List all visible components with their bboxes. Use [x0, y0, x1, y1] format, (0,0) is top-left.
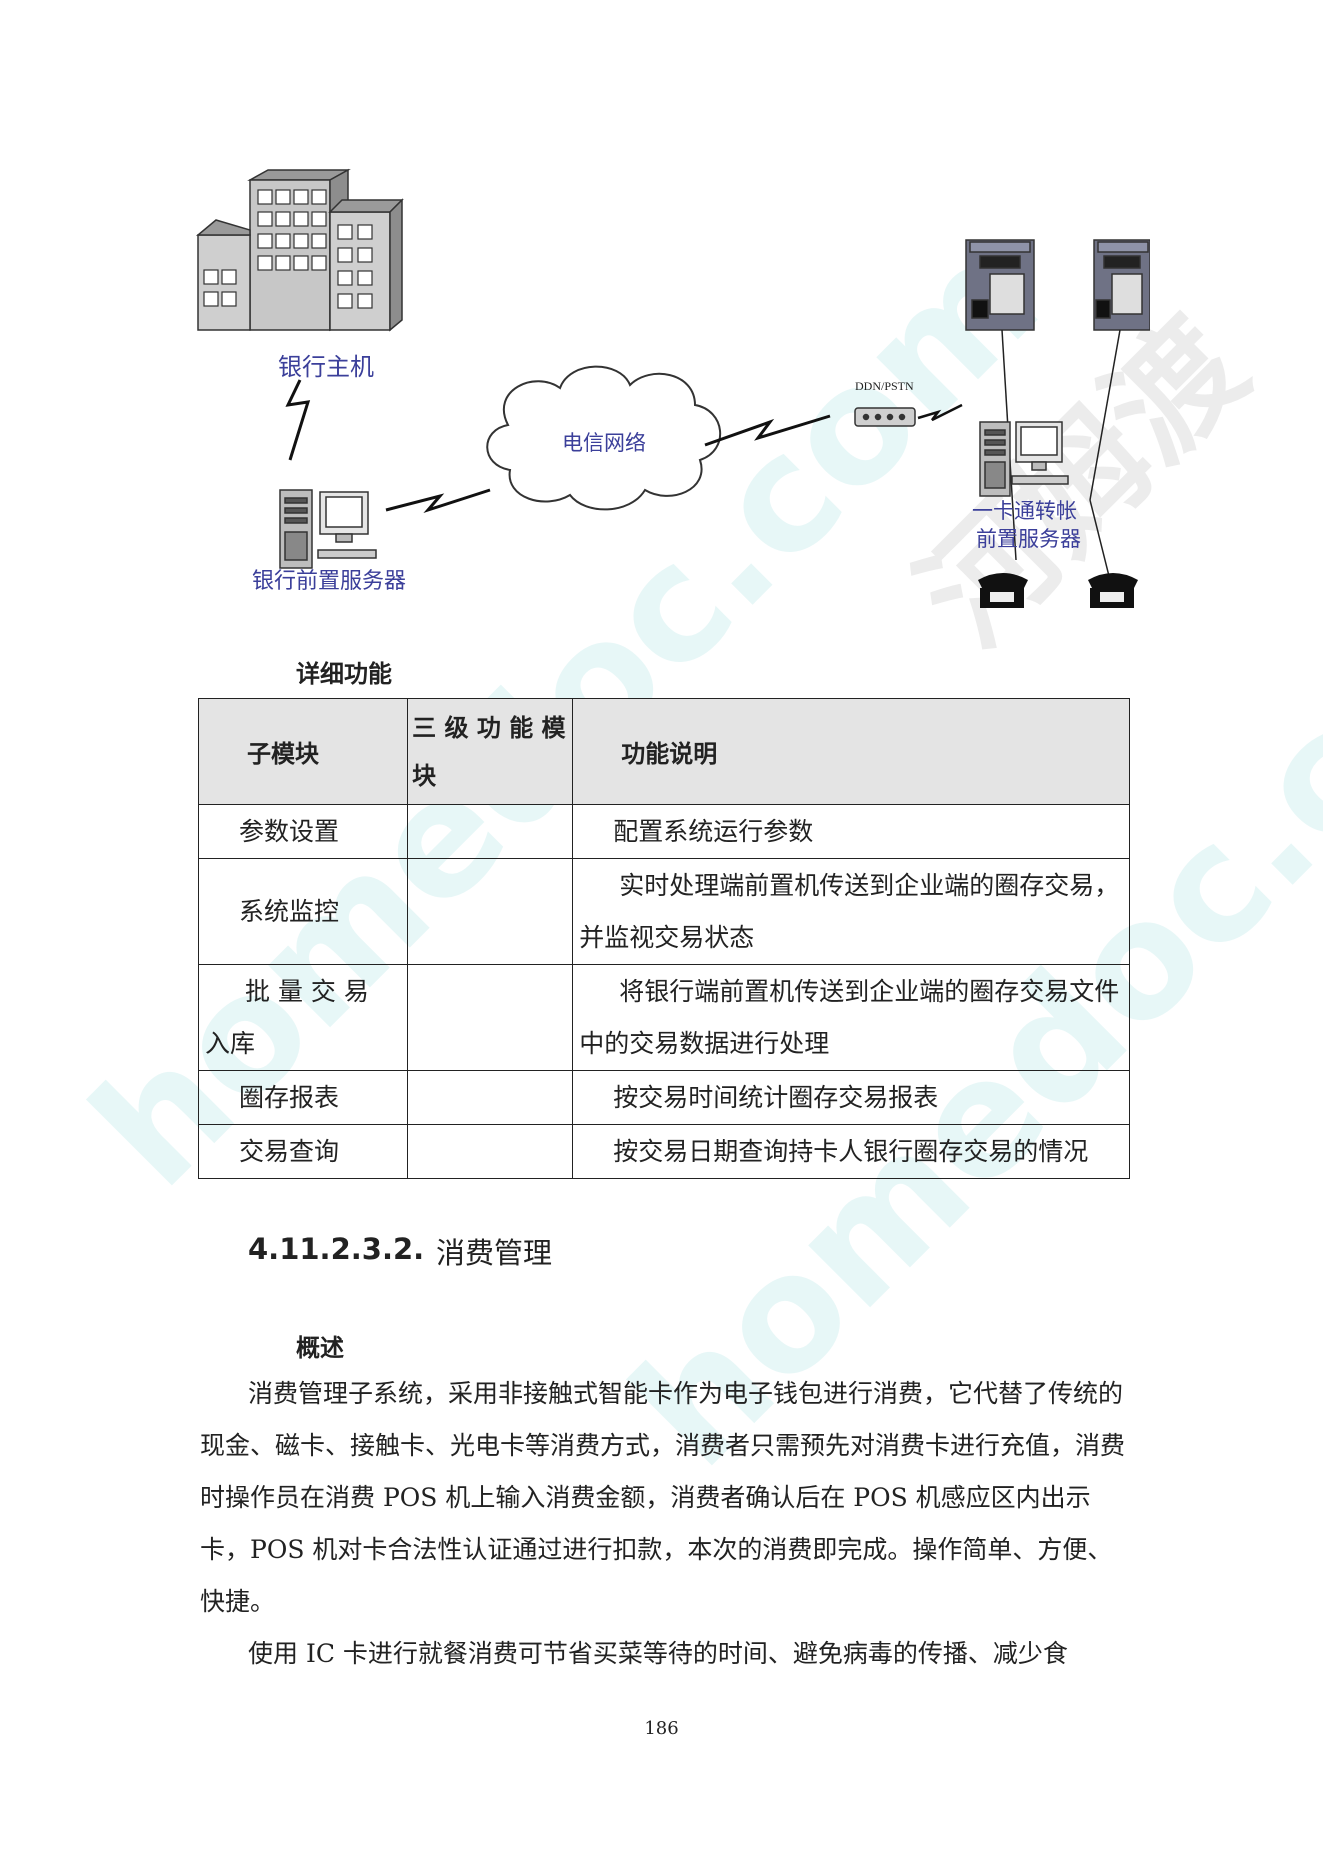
table-cell: 参数设置 [197, 804, 409, 859]
card-server-icon [979, 421, 1069, 497]
table-cell [407, 804, 574, 859]
card-server-label-1: 一卡通转帐 [972, 499, 1077, 523]
card-server-label-2: 前置服务器 [976, 527, 1081, 551]
link-cloud-modem [704, 414, 831, 447]
header-submodule: 子模块 [197, 698, 409, 805]
header-description: 功能说明 [572, 698, 1130, 805]
link-server-cloud [385, 488, 491, 514]
link-bank-server [285, 379, 311, 461]
table-cell: 批 量 交 易 入库 [197, 964, 409, 1071]
function-table: 子模块 三 级 功 能 模块 功能说明 参数设置 配置系统运行参数 系统监控 实… [197, 698, 1130, 1179]
table-cell: 圈存报表 [197, 1070, 409, 1125]
table-cell: 按交易日期查询持卡人银行圈存交易的情况 [572, 1124, 1130, 1179]
detail-heading: 详细功能 [296, 660, 392, 688]
section-number: 4.11.2.3.2. [248, 1232, 425, 1266]
telephone-icon [978, 573, 1028, 608]
pos-terminal-icon [1093, 239, 1150, 331]
pos-terminal-icon [965, 239, 1035, 331]
link-modem-cardserver [917, 403, 963, 422]
section-title: 消费管理 [436, 1236, 553, 1270]
table-cell [407, 964, 574, 1071]
overview-heading: 概述 [296, 1334, 344, 1362]
bank-server-icon [279, 489, 377, 569]
bank-building-icon [195, 168, 404, 332]
table-cell: 交易查询 [197, 1124, 409, 1179]
bank-host-label: 银行主机 [278, 353, 374, 381]
cloud-icon [486, 365, 722, 511]
table-cell: 按交易时间统计圈存交易报表 [572, 1070, 1130, 1125]
table-cell: 将银行端前置机传送到企业端的圈存交易文件中的交易数据进行处理 [572, 964, 1130, 1071]
body-paragraph: 消费管理子系统，采用非接触式智能卡作为电子钱包进行消费，它代替了传统的现金、磁卡… [200, 1379, 1126, 1616]
table-row: 圈存报表 按交易时间统计圈存交易报表 [197, 1070, 1130, 1125]
table-header-row: 子模块 三 级 功 能 模块 功能说明 [197, 698, 1130, 805]
table-row: 批 量 交 易 入库 将银行端前置机传送到企业端的圈存交易文件中的交易数据进行处… [197, 964, 1130, 1071]
table-cell: 配置系统运行参数 [572, 804, 1130, 859]
ddn-pstn-label: DDN/PSTN [855, 379, 914, 393]
table-cell [407, 1124, 574, 1179]
body-paragraph: 使用 IC 卡进行就餐消费可节省买菜等待的时间、避免病毒的传播、减少食 [248, 1639, 1068, 1668]
modem-icon [854, 407, 916, 427]
telecom-network-label: 电信网络 [562, 431, 646, 455]
page-number: 186 [644, 1718, 679, 1739]
table-row: 系统监控 实时处理端前置机传送到企业端的圈存交易，并监视交易状态 [197, 858, 1130, 965]
telephone-icon [1088, 573, 1138, 608]
table-cell [407, 1070, 574, 1125]
bank-front-server-label: 银行前置服务器 [252, 569, 406, 594]
table-cell: 系统监控 [197, 858, 409, 965]
table-row: 参数设置 配置系统运行参数 [197, 804, 1130, 859]
header-level3-module: 三 级 功 能 模块 [407, 698, 574, 805]
table-cell: 实时处理端前置机传送到企业端的圈存交易，并监视交易状态 [572, 858, 1130, 965]
network-diagram: 银行主机 银行前置服务器 电信网络 DDN/PSTN [195, 168, 1150, 608]
table-row: 交易查询 按交易日期查询持卡人银行圈存交易的情况 [197, 1124, 1130, 1179]
table-cell [407, 858, 574, 965]
